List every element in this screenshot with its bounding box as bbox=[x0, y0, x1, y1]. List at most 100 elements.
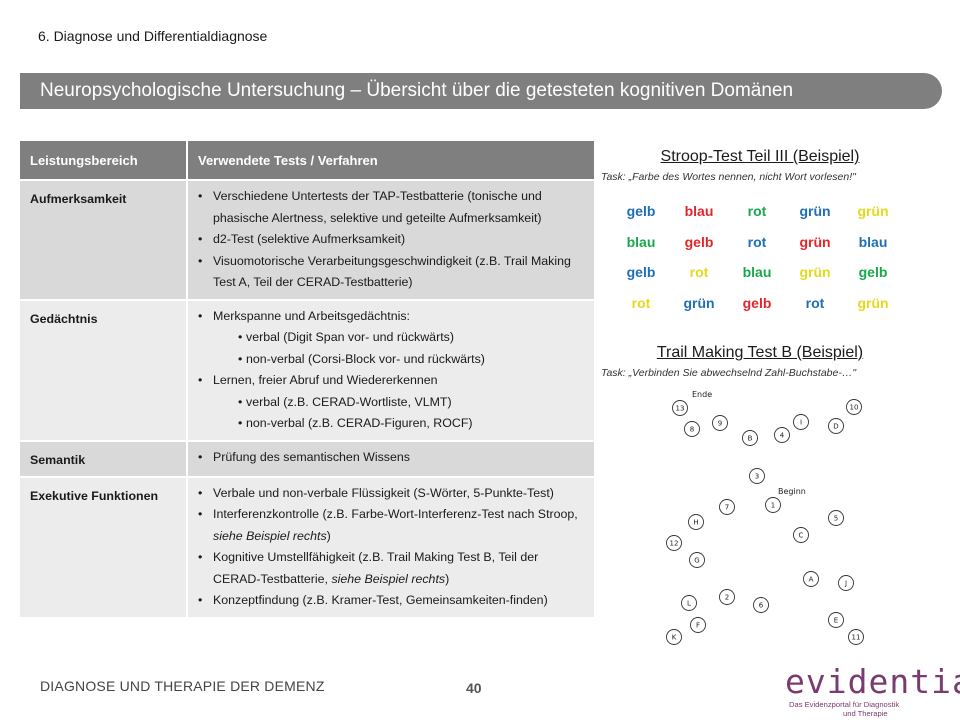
trail-node bbox=[765, 497, 781, 513]
trail-node-label: 9 bbox=[718, 420, 722, 428]
trail-node bbox=[793, 414, 809, 430]
logo-wordmark: evidentia bbox=[785, 662, 960, 701]
trail-node-label: 4 bbox=[780, 432, 785, 440]
list-item: d2-Test (selektive Aufmerksamkeit) bbox=[198, 229, 584, 251]
stroop-word: gelb bbox=[626, 264, 656, 280]
trail-node bbox=[690, 617, 706, 633]
list-item: Prüfung des semantischen Wissens bbox=[198, 447, 584, 469]
area-cell: Exekutive Funktionen bbox=[20, 475, 188, 617]
area-cell: Gedächtnis bbox=[20, 298, 188, 441]
tests-cell: Prüfung des semantischen Wissens bbox=[187, 439, 594, 477]
trail-begin-label: Beginn bbox=[778, 487, 806, 496]
column-header-tests: Verwendete Tests / Verfahren bbox=[187, 141, 594, 180]
area-cell: Aufmerksamkeit bbox=[20, 179, 188, 300]
tests-list: Verschiedene Untertests der TAP-Testbatt… bbox=[198, 186, 584, 294]
list-item: verbal (Digit Span vor- und rückwärts) bbox=[198, 327, 584, 349]
tests-list: Verbale und non-verbale Flüssigkeit (S-W… bbox=[198, 483, 584, 612]
trail-node-label: H bbox=[693, 519, 698, 527]
list-item-text: Visuomotorische Verarbeitungsgeschwindig… bbox=[213, 253, 571, 290]
stroop-word: grün bbox=[799, 233, 831, 250]
list-item-text: Merkspanne und Arbeitsgedächtnis: bbox=[213, 308, 410, 323]
trail-node-label: 13 bbox=[676, 405, 685, 413]
table-row: GedächtnisMerkspanne und Arbeitsgedächtn… bbox=[20, 298, 594, 441]
stroop-word: blau bbox=[626, 233, 656, 250]
trail-node bbox=[742, 430, 758, 446]
trail-node-label: B bbox=[748, 435, 753, 443]
trail-node bbox=[666, 629, 682, 645]
trail-node bbox=[828, 418, 844, 434]
stroop-task: Task: „Farbe des Wortes nennen, nicht Wo… bbox=[601, 171, 856, 183]
list-item: non-verbal (z.B. CERAD-Figuren, ROCF) bbox=[198, 413, 584, 435]
trail-node-label: 6 bbox=[759, 602, 764, 610]
trail-node-label: 10 bbox=[850, 404, 859, 412]
list-item-text: verbal (z.B. CERAD-Wortliste, VLMT) bbox=[246, 394, 452, 409]
tests-list: Prüfung des semantischen Wissens bbox=[198, 447, 584, 469]
trail-node bbox=[712, 415, 728, 431]
trail-node-label: C bbox=[799, 532, 804, 540]
trail-node bbox=[666, 535, 682, 551]
trail-node-label: I bbox=[800, 419, 802, 427]
table-row: Exekutive Funktionen Verbale und non-verb… bbox=[20, 475, 594, 617]
list-item-text: non-verbal (Corsi-Block vor- und rückwär… bbox=[246, 351, 485, 366]
trail-node bbox=[688, 514, 704, 530]
table-row: Aufmerksamkeit Verschiedene Untertests de… bbox=[20, 179, 594, 300]
trail-node bbox=[793, 527, 809, 543]
list-item-text: Verbale und non-verbale Flüssigkeit (S-W… bbox=[213, 485, 554, 500]
list-item-text: Interferenzkontrolle (z.B. Farbe-Wort-In… bbox=[213, 507, 578, 521]
stroop-word: grün bbox=[799, 203, 831, 219]
trail-node bbox=[672, 400, 688, 416]
list-item: Verbale und non-verbale Flüssigkeit (S-W… bbox=[198, 483, 584, 505]
trail-node bbox=[828, 612, 844, 628]
trail-node-label: 2 bbox=[725, 594, 729, 602]
list-item-text: Prüfung des semantischen Wissens bbox=[213, 449, 410, 464]
stroop-word: blau bbox=[684, 203, 714, 219]
trail-node bbox=[719, 589, 735, 605]
stroop-word: grün bbox=[857, 294, 889, 311]
area-cell: Semantik bbox=[20, 439, 188, 477]
trail-node-label: L bbox=[687, 600, 691, 608]
trail-node bbox=[753, 597, 769, 613]
trail-node bbox=[846, 399, 862, 415]
list-item-text: d2-Test (selektive Aufmerksamkeit) bbox=[213, 232, 406, 246]
trail-node-label: F bbox=[696, 622, 700, 630]
list-item-text: Verschiedene Untertests der TAP-Testbatt… bbox=[213, 189, 542, 225]
trail-node-label: 7 bbox=[725, 504, 729, 512]
stroop-word: rot bbox=[805, 294, 825, 311]
list-item: Visuomotorische Verarbeitungsgeschwindig… bbox=[198, 251, 584, 294]
section-label: 6. Diagnose und Differentialdiagnose bbox=[38, 28, 268, 44]
list-item-text: Lernen, freier Abruf und Wiedererkennen bbox=[213, 373, 438, 387]
list-item: Interferenzkontrolle (z.B. Farbe-Wort-In… bbox=[198, 504, 584, 547]
test-overview-table: Leistungsbereich Verwendete Tests / Verf… bbox=[20, 141, 594, 617]
trail-node-label: 3 bbox=[755, 473, 759, 481]
stroop-word: gelb bbox=[626, 203, 656, 219]
list-item-reference: siehe Beispiel rechts bbox=[331, 571, 446, 586]
evidentia-logo: evidentia Das Evidenzportal für Diagnost… bbox=[785, 662, 960, 719]
list-item: Lernen, freier Abruf und Wiedererkennen bbox=[198, 370, 584, 392]
trail-node bbox=[828, 510, 844, 526]
tests-cell: Verbale und non-verbale Flüssigkeit (S-W… bbox=[187, 475, 594, 617]
list-item-tail: ) bbox=[445, 571, 450, 586]
stroop-word: blau bbox=[858, 233, 888, 250]
list-item: verbal (z.B. CERAD-Wortliste, VLMT) bbox=[198, 392, 584, 414]
trail-node bbox=[689, 552, 705, 568]
page-number: 40 bbox=[466, 680, 482, 696]
trail-node-label: A bbox=[809, 576, 814, 584]
trail-node-label: J bbox=[844, 580, 847, 588]
list-item: Merkspanne und Arbeitsgedächtnis: bbox=[198, 306, 584, 328]
trail-node-label: E bbox=[834, 617, 838, 625]
page-title: Neuropsychologische Untersuchung – Übers… bbox=[20, 73, 942, 109]
list-item-text: Kognitive Umstellfähigkeit (z.B. Trail M… bbox=[213, 550, 539, 586]
trail-title: Trail Making Test B (Beispiel) bbox=[656, 344, 864, 361]
list-item: Kognitive Umstellfähigkeit (z.B. Trail M… bbox=[198, 547, 584, 590]
list-item: Konzeptfindung (z.B. Kramer-Test, Gemein… bbox=[198, 590, 584, 612]
trail-node bbox=[803, 571, 819, 587]
tests-cell: Merkspanne und Arbeitsgedächtnis: verbal … bbox=[187, 298, 594, 441]
tests-list: Merkspanne und Arbeitsgedächtnis: verbal … bbox=[198, 306, 584, 435]
trail-node bbox=[838, 575, 854, 591]
stroop-word: grün bbox=[683, 294, 715, 311]
